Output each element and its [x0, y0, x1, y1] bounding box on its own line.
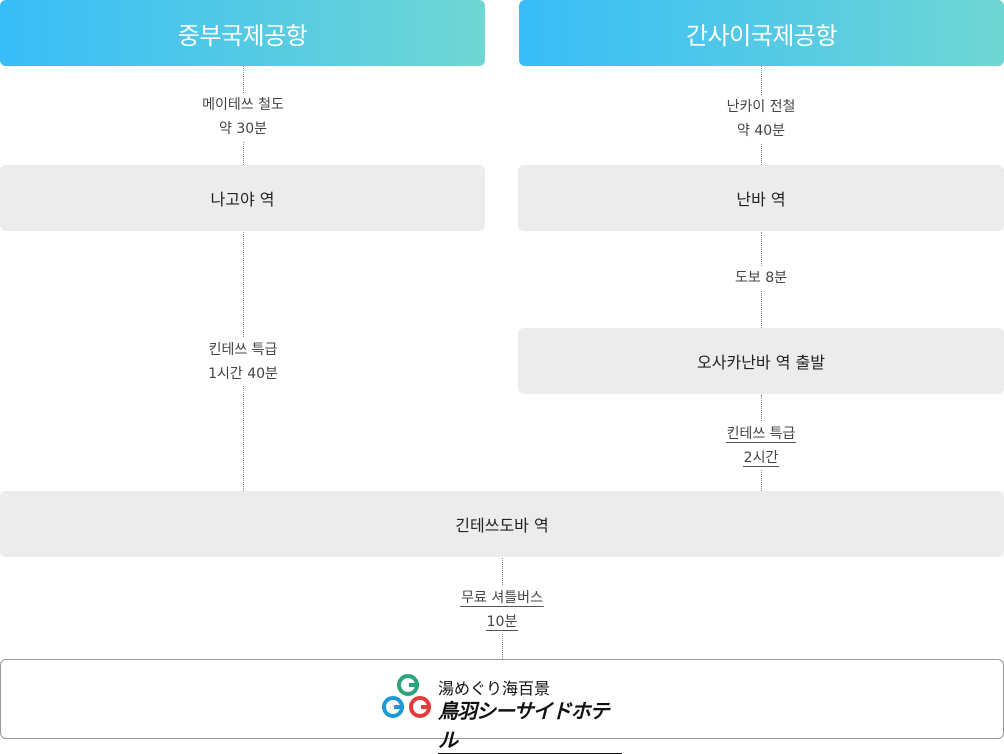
segment-line: 킨테쓰 특급 [725, 426, 797, 443]
hotel-logo-icon [382, 674, 431, 718]
route-segment-shuttle: 무료 셔틀버스 10분 [442, 586, 562, 634]
station-kintetsu-toba: 긴테쓰도바 역 [0, 491, 1004, 557]
hotel-logo: 湯めぐり海百景 鳥羽シーサイドホテル [382, 671, 622, 754]
airport-chubu: 중부국제공항 [0, 0, 485, 66]
route-segment-meitetsu: 메이테쓰 철도 약 30분 [183, 93, 303, 141]
airport-kansai: 간사이국제공항 [519, 0, 1004, 66]
segment-duration: 약 40분 [736, 123, 786, 139]
station-label: 나고야 역 [210, 190, 275, 209]
station-label: 오사카난바 역 출발 [697, 353, 825, 372]
segment-line: 난카이 전철 [726, 99, 796, 115]
segment-duration: 약 30분 [218, 121, 268, 137]
hotel-name: 鳥羽シーサイドホテル [438, 695, 622, 754]
airport-label: 중부국제공항 [177, 21, 308, 50]
station-namba: 난바 역 [518, 165, 1004, 231]
route-segment-kintetsu-left: 킨테쓰 특급 1시간 40분 [183, 338, 303, 386]
segment-duration: 1시간 40분 [208, 366, 278, 382]
segment-line: 도보 8분 [735, 270, 787, 286]
route-segment-kintetsu-right: 킨테쓰 특급 2시간 [701, 422, 821, 470]
airport-label: 간사이국제공항 [685, 21, 838, 50]
station-label: 긴테쓰도바 역 [455, 516, 549, 535]
route-segment-nankai: 난카이 전철 약 40분 [701, 95, 821, 143]
station-label: 난바 역 [736, 190, 786, 209]
station-nagoya: 나고야 역 [0, 165, 485, 231]
segment-line: 킨테쓰 특급 [208, 342, 278, 358]
hotel-box: 湯めぐり海百景 鳥羽シーサイドホテル [0, 659, 1004, 754]
segment-duration: 10분 [485, 614, 519, 631]
segment-line: 무료 셔틀버스 [460, 590, 544, 607]
segment-line: 메이테쓰 철도 [202, 97, 284, 113]
segment-duration: 2시간 [742, 450, 780, 467]
hotel-tagline: 湯めぐり海百景 [438, 679, 551, 698]
route-segment-walk: 도보 8분 [711, 266, 811, 290]
station-osaka-namba: 오사카난바 역 출발 [518, 328, 1004, 394]
